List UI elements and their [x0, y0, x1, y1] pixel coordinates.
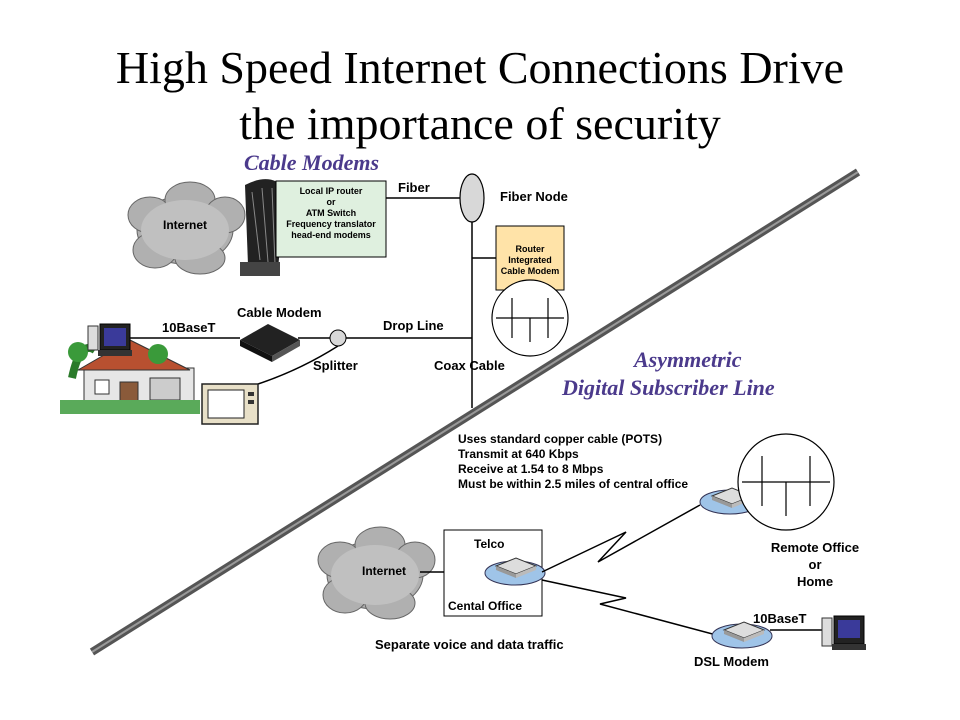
coax-cable-label: Coax Cable: [434, 358, 505, 373]
house-icon: [60, 339, 200, 414]
splitter-icon: [329, 329, 347, 347]
splitter-label: Splitter: [313, 358, 358, 373]
dsl-modem-label: DSL Modem: [694, 654, 769, 669]
cable-modem-label: Cable Modem: [237, 305, 322, 320]
fiber-node-icon: [459, 173, 485, 223]
lan-circle-icon: [491, 279, 569, 357]
separate-traffic-label: Separate voice and data traffic: [375, 637, 564, 652]
drop-line-label: Drop Line: [383, 318, 444, 333]
television-icon: [201, 383, 259, 425]
adsl-specs: Uses standard copper cable (POTS) Transm…: [458, 432, 689, 491]
desktop-pc-icon-2: [821, 615, 866, 650]
internet-cloud-icon-2: [317, 526, 436, 620]
slide-title: High Speed Internet Connections Drive th…: [0, 40, 960, 152]
cable-modem-icon: [240, 324, 300, 362]
dsl-modem-icon: [711, 621, 773, 649]
telco-label: Telco: [474, 537, 505, 551]
central-office-label: Cental Office: [448, 599, 523, 613]
title-line-2: the importance of security: [239, 98, 721, 149]
adsl-heading-line2: Digital Subscriber Line: [562, 375, 775, 400]
cable-modems-heading: Cable Modems: [244, 150, 380, 175]
telco-modem-icon: [484, 557, 546, 586]
internet-label-2: Internet: [362, 564, 407, 578]
tenbaset-label-2: 10BaseT: [753, 611, 807, 626]
tenbaset-label: 10BaseT: [162, 320, 216, 335]
satellite-dish-icon: [240, 179, 285, 276]
fiber-label: Fiber: [398, 180, 430, 195]
headend-text: Local IP router or ATM Switch Frequency …: [286, 186, 376, 240]
router-box: [495, 225, 565, 291]
desktop-pc-icon: [87, 323, 132, 356]
remote-office-label: Remote Office or Home: [770, 540, 860, 589]
headend-box: [275, 180, 387, 258]
adsl-heading-line1: Asymmetric: [634, 347, 742, 372]
title-line-1: High Speed Internet Connections Drive: [115, 42, 845, 93]
lan-circle-icon-2: [737, 433, 835, 531]
internet-label: Internet: [163, 218, 208, 232]
router-text: Router Integrated Cable Modem: [500, 244, 560, 276]
internet-cloud-icon: [127, 181, 246, 275]
fiber-node-label: Fiber Node: [500, 189, 568, 204]
